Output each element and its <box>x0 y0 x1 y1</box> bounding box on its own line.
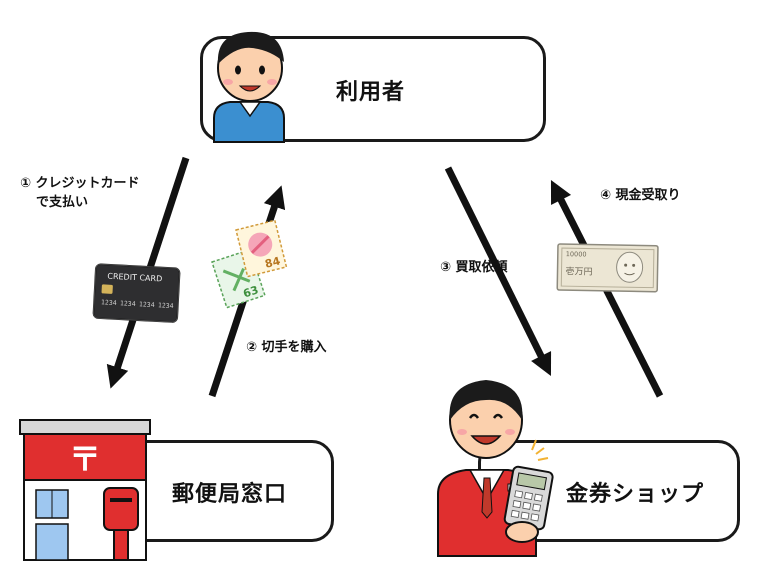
stamp-value-63: 63 <box>242 283 261 300</box>
stamps-illustration: 63 84 <box>211 219 288 309</box>
post-office-label: 郵便局窓口 <box>172 482 288 507</box>
step-3-label: ③ 買取依頼 <box>440 258 508 277</box>
ticket-shop-label: 金券ショップ <box>566 482 705 507</box>
step-3-number: ③ <box>440 260 452 275</box>
credit-card-number-1: 1234 <box>101 298 117 307</box>
credit-card-number-4: 1234 <box>158 301 174 310</box>
banknote-illustration: 10000 壱万円 <box>556 243 659 293</box>
step-4-label: ④ 現金受取り <box>600 186 681 205</box>
step-2-number: ② <box>246 340 258 355</box>
credit-card-number-2: 1234 <box>120 299 136 308</box>
step-3-text: 買取依頼 <box>455 260 508 275</box>
step-2-label: ② 切手を購入 <box>246 338 327 357</box>
user-person-illustration <box>213 31 285 143</box>
user-label: 利用者 <box>336 80 406 105</box>
step-1-text-line2: で支払い <box>36 195 89 210</box>
banknote-text: 10000 <box>566 250 587 258</box>
step-1-number: ① <box>20 176 32 191</box>
credit-card-illustration: CREDIT CARD 1234 1234 1234 1234 <box>92 263 181 323</box>
credit-card-label: CREDIT CARD <box>107 272 162 284</box>
post-office-sign: 〒 <box>69 440 101 478</box>
arrow-step-3 <box>444 166 552 377</box>
step-2-text: 切手を購入 <box>261 340 327 355</box>
credit-card-number-3: 1234 <box>139 300 155 309</box>
banknote-denomination: 壱万円 <box>565 265 592 277</box>
arrow-step-4 <box>550 180 664 398</box>
post-office-illustration: 〒 <box>19 419 151 561</box>
shop-clerk-illustration <box>437 380 554 557</box>
step-1-text: クレジットカード <box>35 176 140 191</box>
step-4-number: ④ <box>600 188 612 203</box>
step-4-text: 現金受取り <box>615 188 681 203</box>
stamp-value-84: 84 <box>264 254 282 270</box>
step-1-label: ① クレジットカード で支払い <box>20 174 140 212</box>
